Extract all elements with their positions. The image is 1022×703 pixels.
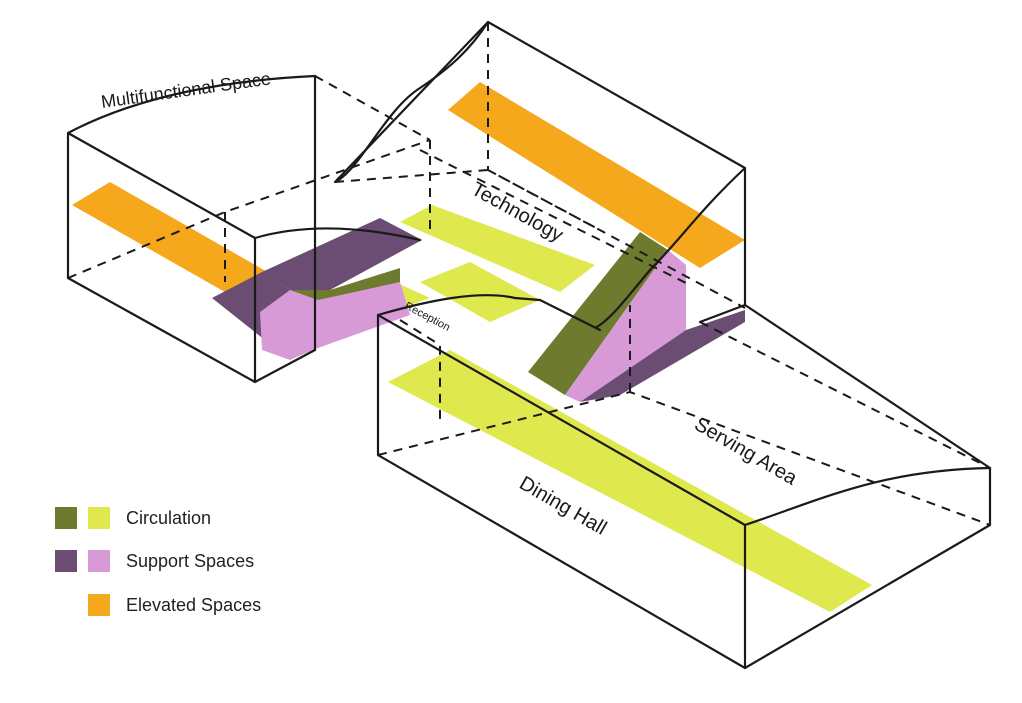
circulation-strip-upper [400, 205, 595, 292]
label-serving-area: Serving Area [691, 413, 802, 490]
circulation-strip-main [388, 350, 872, 612]
dining-hidden-edges [377, 305, 991, 526]
legend-label-elevated-spaces: Elevated Spaces [126, 595, 261, 615]
dining-roof-curve [377, 294, 541, 317]
legend-item-elevated-spaces: Elevated Spaces [88, 594, 261, 616]
legend-swatch-elevated [88, 594, 110, 616]
elevated-space-left [72, 182, 285, 312]
legend-swatch-circulation-light [88, 507, 110, 529]
support-space-mid-light [290, 282, 410, 360]
circulation-strip-connector [420, 262, 540, 322]
multifunctional-roof-curve [67, 74, 317, 350]
legend-item-support-spaces: Support Spaces [55, 550, 254, 572]
serving-roof-curve [744, 466, 991, 527]
circulation-dark-left [290, 268, 400, 300]
elevated-space-right [448, 82, 745, 268]
support-tower-light [565, 250, 686, 402]
legend-label-support-spaces: Support Spaces [126, 551, 254, 571]
legend: Circulation Support Spaces Elevated Spac… [55, 507, 261, 616]
reception-divider [538, 298, 992, 470]
legend-swatch-circulation-dark [55, 507, 77, 529]
technology-right-curve [594, 167, 746, 329]
label-reception: Reception [403, 300, 452, 334]
legend-item-circulation: Circulation [55, 507, 211, 529]
technology-roof-curve [334, 21, 489, 183]
multifunctional-hidden-edges [67, 75, 431, 282]
legend-swatch-support-light [88, 550, 110, 572]
multifunctional-roof-front [253, 227, 422, 242]
support-space-left-light [260, 290, 290, 360]
circulation-tower-dark [528, 232, 668, 395]
technology-hidden-edges [334, 22, 746, 309]
legend-label-circulation: Circulation [126, 508, 211, 528]
multifunctional-outline [66, 131, 317, 384]
support-tower-dark [580, 310, 745, 402]
support-space-top-dark [262, 218, 422, 290]
legend-swatch-support-dark [55, 550, 77, 572]
label-multifunctional-space: Multifunctional Space [100, 68, 272, 112]
